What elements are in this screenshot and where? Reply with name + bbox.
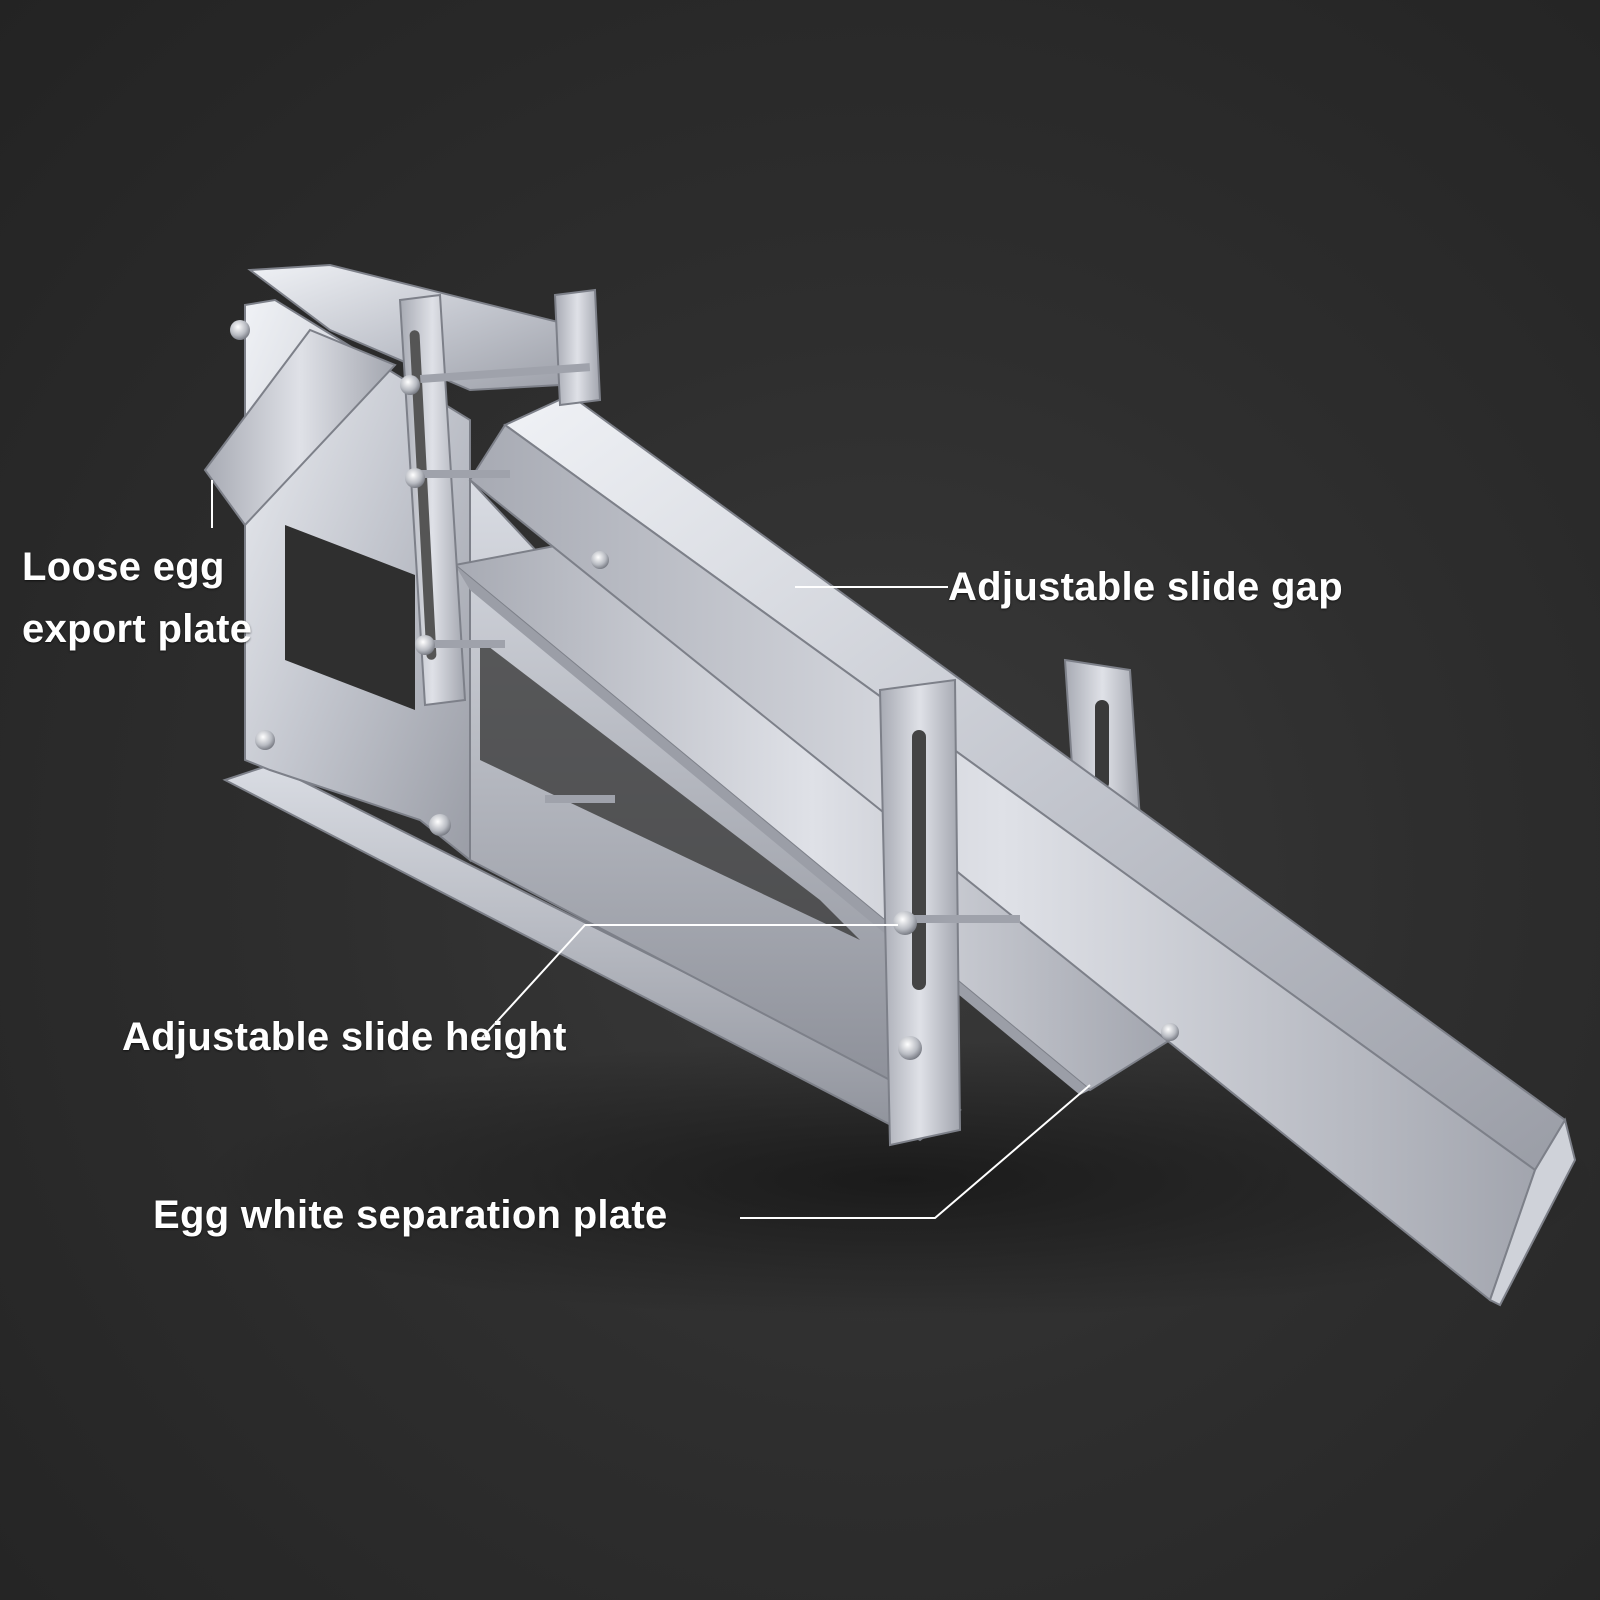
bolt bbox=[405, 468, 425, 488]
bolt bbox=[429, 814, 451, 836]
floor-shadow bbox=[200, 1040, 1600, 1320]
rod bbox=[420, 363, 591, 383]
adjustable-slide-gap-label: Adjustable slide gap bbox=[948, 565, 1343, 609]
bolt bbox=[255, 730, 275, 750]
bolt bbox=[1161, 1023, 1179, 1041]
loose-egg-label-line1: Loose egg bbox=[22, 545, 225, 589]
leader-white-plate bbox=[740, 1084, 1091, 1219]
leader-slide-height bbox=[479, 924, 898, 1041]
right-adjust-slot bbox=[912, 730, 926, 990]
loose-egg-label-line2: export plate bbox=[22, 607, 253, 651]
rod bbox=[545, 795, 615, 803]
bolt bbox=[230, 320, 250, 340]
left-adjust-slot bbox=[409, 330, 437, 660]
egg-white-separation-plate-label: Egg white separation plate bbox=[153, 1193, 668, 1237]
bolt bbox=[591, 551, 609, 569]
bolt bbox=[400, 375, 420, 395]
loose-egg-export-plate-label: Loose egg export plate bbox=[22, 536, 252, 660]
rear-bracket-slot bbox=[1095, 700, 1109, 790]
bolt bbox=[893, 911, 917, 935]
rod bbox=[420, 470, 510, 478]
bolt bbox=[898, 1036, 922, 1060]
bolt bbox=[415, 635, 435, 655]
triangle-opening bbox=[480, 640, 860, 940]
upper-slide-end-lip bbox=[1488, 1117, 1577, 1307]
export-plate bbox=[203, 328, 397, 527]
rear-left-upright bbox=[553, 288, 602, 407]
rod bbox=[430, 640, 505, 648]
frame-window bbox=[285, 525, 415, 710]
adjustable-slide-height-label: Adjustable slide height bbox=[122, 1015, 567, 1059]
rod bbox=[900, 915, 1020, 923]
